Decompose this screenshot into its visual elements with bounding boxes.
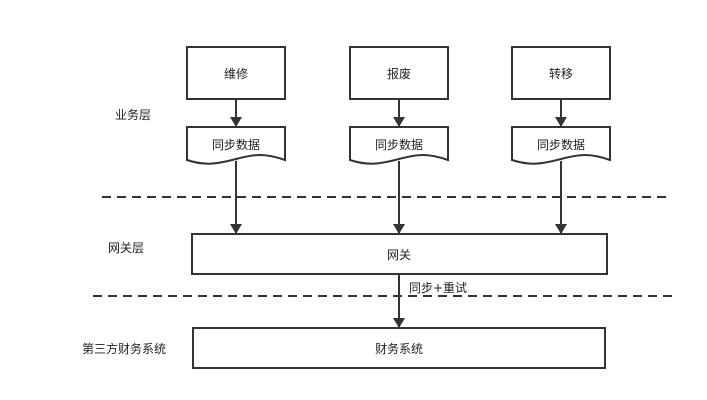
finance-label: 财务系统 bbox=[375, 341, 423, 356]
layer-label-gateway: 网关层 bbox=[108, 241, 144, 255]
gateway-node[interactable]: 网关 bbox=[191, 233, 608, 275]
doc-label: 同步数据 bbox=[537, 137, 585, 152]
node-label: 转移 bbox=[549, 66, 573, 81]
node-label: 报废 bbox=[387, 66, 411, 81]
layer-label-third-party: 第三方财务系统 bbox=[82, 341, 166, 356]
sync-data-doc-transfer[interactable]: 同步数据 bbox=[511, 126, 611, 165]
sync-data-doc-scrap[interactable]: 同步数据 bbox=[349, 126, 449, 165]
edge-label-sync-retry: 同步+重试 bbox=[409, 280, 467, 295]
layer-label-business: 业务层 bbox=[115, 107, 151, 122]
doc-label: 同步数据 bbox=[375, 137, 423, 152]
gateway-label: 网关 bbox=[387, 248, 411, 262]
finance-system-node[interactable]: 财务系统 bbox=[192, 327, 606, 369]
sync-data-doc-repair[interactable]: 同步数据 bbox=[186, 126, 286, 165]
node-label: 维修 bbox=[224, 66, 248, 81]
doc-label: 同步数据 bbox=[212, 137, 260, 152]
business-node-repair[interactable]: 维修 bbox=[186, 46, 286, 100]
business-node-scrap[interactable]: 报废 bbox=[349, 46, 449, 100]
business-node-transfer[interactable]: 转移 bbox=[511, 46, 611, 100]
